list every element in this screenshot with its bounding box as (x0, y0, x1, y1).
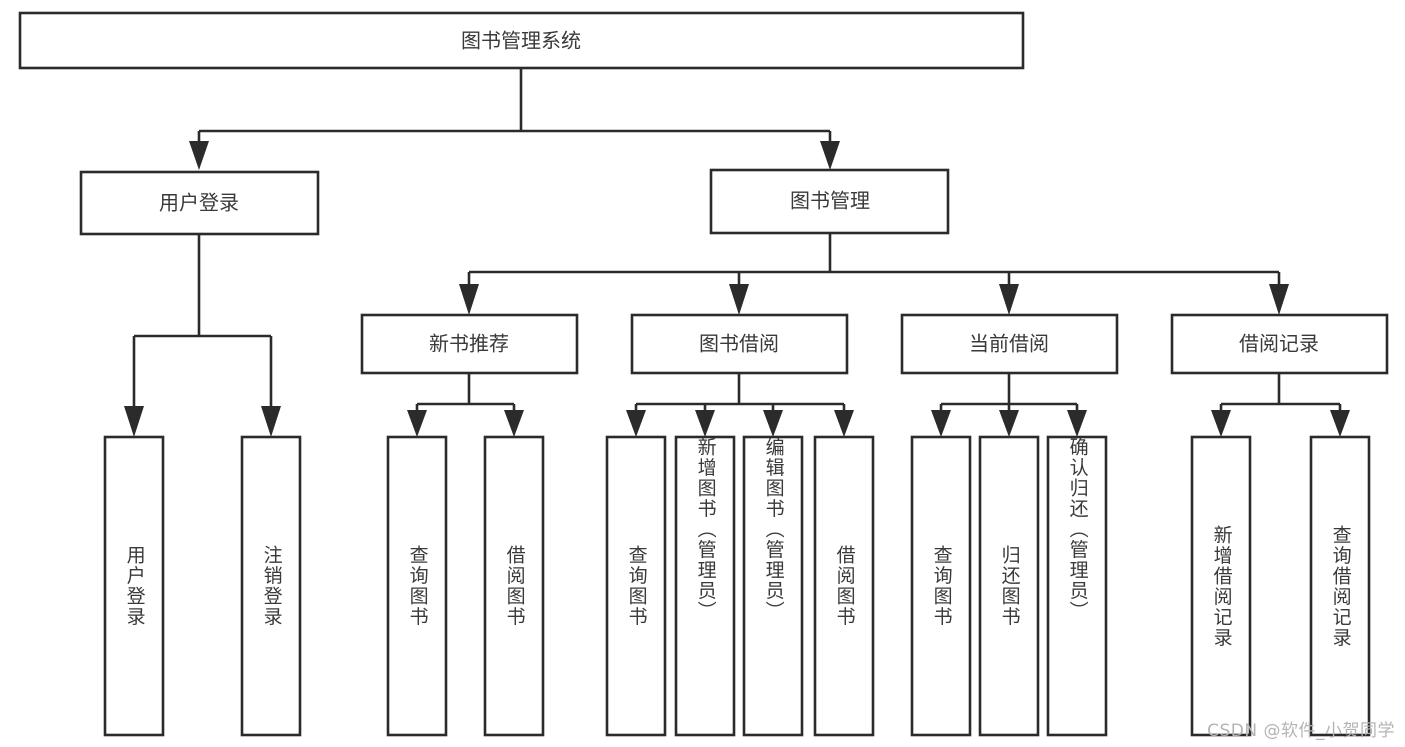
leaf-box-user-login-1[interactable] (240, 435, 302, 737)
watermark-text: CSDN @软件_小贺同学 (1207, 721, 1395, 741)
leaf-box-book-borrow-2[interactable] (742, 435, 804, 737)
node-current-borrow[interactable]: 当前借阅 (900, 313, 1119, 375)
node-borrow-record-label: 借阅记录 (1239, 332, 1319, 356)
arrow-head-icon (1067, 410, 1087, 437)
node-root-label: 图书管理系统 (461, 29, 581, 53)
arrow-head-icon (1211, 410, 1231, 437)
node-book-borrow[interactable]: 图书借阅 (630, 313, 849, 375)
node-current-borrow-box[interactable] (900, 313, 1119, 375)
node-user-login[interactable]: 用户登录 (79, 170, 320, 236)
arrow-head-icon (999, 410, 1019, 437)
node-borrow-record[interactable]: 借阅记录 (1170, 313, 1389, 375)
connector-user-login-to-leaves (124, 234, 281, 437)
arrow-head-icon (1330, 410, 1350, 437)
leaf-box-book-borrow-3[interactable] (813, 435, 875, 737)
node-user-login-box[interactable] (79, 170, 320, 236)
connector-borrow-record-to-leaves (1211, 373, 1350, 437)
node-book-management-label: 图书管理 (790, 189, 870, 213)
arrow-head-icon (931, 410, 951, 437)
leaf-box-book-borrow-0[interactable] (605, 435, 667, 737)
node-book-management[interactable]: 图书管理 (709, 168, 950, 235)
connector-root-to-level1 (189, 68, 840, 170)
arrow-head-icon (763, 410, 783, 437)
arrow-head-icon (459, 284, 479, 315)
connector-new-book-to-leaves (407, 373, 524, 437)
arrow-head-icon (124, 406, 144, 437)
arrow-head-icon (695, 410, 715, 437)
arrow-head-icon (999, 284, 1019, 315)
connector-book-management-to-level2 (459, 233, 1289, 315)
arrow-head-icon (407, 410, 427, 437)
connector-book-borrow-to-leaves (626, 373, 854, 437)
arrow-head-icon (820, 141, 840, 170)
arrow-head-icon (834, 410, 854, 437)
arrow-head-icon (504, 410, 524, 437)
arrow-head-icon (189, 141, 209, 170)
leaf-box-current-borrow-1[interactable] (978, 435, 1040, 737)
node-new-book-recommend-label: 新书推荐 (429, 332, 509, 356)
node-current-borrow-label: 当前借阅 (969, 332, 1049, 356)
arrow-head-icon (261, 406, 281, 437)
connector-current-borrow-to-leaves (931, 373, 1087, 437)
node-book-borrow-label: 图书借阅 (699, 332, 779, 356)
leaf-box-borrow-record-0[interactable] (1190, 435, 1252, 737)
leaf-box-book-borrow-1[interactable] (674, 435, 736, 737)
arrow-head-icon (1269, 284, 1289, 315)
node-root[interactable]: 图书管理系统 (18, 11, 1025, 70)
leaf-box-current-borrow-0[interactable] (910, 435, 972, 737)
node-user-login-label: 用户登录 (159, 191, 239, 215)
node-new-book-recommend-box[interactable] (360, 313, 579, 375)
leaf-box-new-book-1[interactable] (483, 435, 545, 737)
arrow-head-icon (626, 410, 646, 437)
leaf-box-borrow-record-1[interactable] (1309, 435, 1371, 737)
leaf-box-new-book-0[interactable] (386, 435, 448, 737)
node-root-box[interactable] (18, 11, 1025, 70)
arrow-head-icon (729, 284, 749, 315)
leaf-box-user-login-0[interactable] (103, 435, 165, 737)
leaf-box-current-borrow-2[interactable] (1046, 435, 1108, 737)
node-new-book-recommend[interactable]: 新书推荐 (360, 313, 579, 375)
